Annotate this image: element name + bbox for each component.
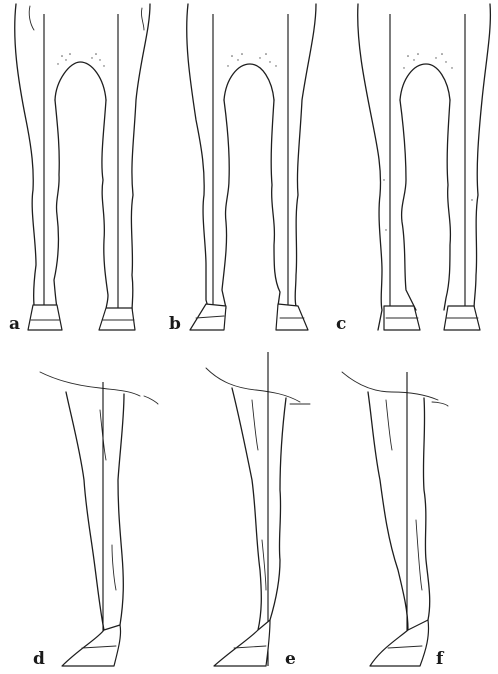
panel-a-arch bbox=[55, 62, 106, 100]
panel-f-leg-back bbox=[423, 398, 429, 620]
panel-d-hoof bbox=[62, 625, 121, 666]
panel-d-leg-front bbox=[66, 392, 104, 630]
panel-d-body-line bbox=[40, 372, 140, 396]
panel-a-left-leg-inner bbox=[54, 100, 59, 308]
panel-b-right-hoof bbox=[276, 304, 308, 330]
panel-a-left-hoof bbox=[28, 305, 62, 330]
panel-c-right-leg-outer bbox=[474, 4, 490, 330]
panel-label-d: d bbox=[33, 651, 45, 668]
panel-label-e: e bbox=[285, 651, 296, 668]
panel-b-left-leg-outer bbox=[187, 4, 214, 328]
panel-a-right-hoof bbox=[99, 308, 135, 330]
panel-b-right-leg-inner bbox=[271, 100, 280, 306]
panel-label-a: a bbox=[9, 316, 20, 333]
panel-c-left-leg-inner bbox=[400, 100, 416, 310]
panel-c-chest-stipple bbox=[383, 53, 472, 231]
panel-a-right-leg-outer bbox=[131, 4, 150, 312]
panel-b-front-legs bbox=[187, 4, 316, 330]
panel-label-f: f bbox=[436, 651, 443, 668]
panel-b-arch bbox=[224, 64, 274, 100]
panel-d-side-leg bbox=[40, 372, 158, 666]
panel-a-front-legs bbox=[15, 4, 150, 330]
panel-f-leg-front bbox=[368, 392, 408, 630]
panel-c-arch bbox=[400, 64, 450, 100]
panel-label-b: b bbox=[169, 316, 181, 333]
panel-a-chest-stipple bbox=[57, 53, 104, 67]
panel-e-leg-front bbox=[232, 388, 261, 630]
panel-e-body-line bbox=[206, 368, 300, 402]
panel-c-front-legs bbox=[358, 4, 491, 330]
panel-e-hoof bbox=[214, 620, 270, 666]
panel-c-right-leg-inner bbox=[444, 100, 450, 310]
panel-d-leg-back bbox=[118, 394, 124, 625]
panel-c-left-leg-outer bbox=[358, 4, 382, 330]
panel-f-side-leg bbox=[342, 372, 448, 666]
panel-a-right-leg-inner bbox=[102, 100, 108, 310]
panel-b-right-leg-outer bbox=[295, 4, 316, 328]
panel-label-c: c bbox=[336, 316, 346, 333]
panel-f-hoof bbox=[370, 620, 429, 666]
panel-e-leg-back bbox=[270, 398, 286, 620]
panel-b-left-leg-inner bbox=[222, 100, 229, 308]
panel-e-side-leg bbox=[206, 352, 310, 666]
panel-f-body-line bbox=[342, 372, 438, 400]
panel-a-left-leg-outer bbox=[15, 4, 36, 326]
